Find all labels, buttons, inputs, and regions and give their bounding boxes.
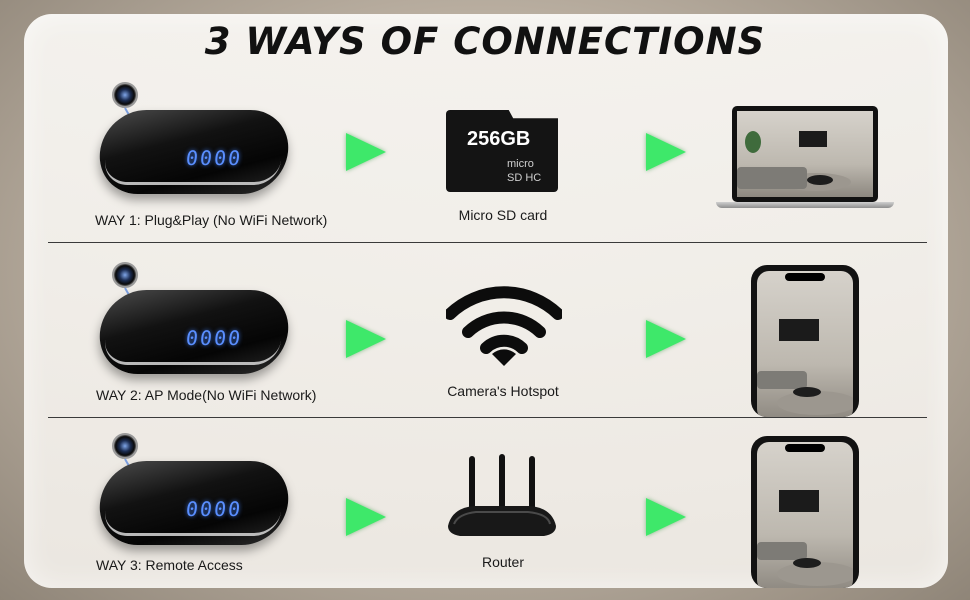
camera-lens-icon (112, 82, 138, 108)
sd-brand-label: micro (507, 158, 534, 170)
middle-caption: Camera's Hotspot (447, 383, 559, 399)
divider (48, 417, 927, 418)
way-caption: WAY 3: Remote Access (96, 557, 243, 573)
arrow-right-icon (646, 133, 686, 171)
arrow-right-icon (346, 498, 386, 536)
sd-capacity-label: 256GB (467, 128, 531, 150)
camera-lens-icon (112, 262, 138, 288)
wifi-icon (446, 286, 562, 366)
arrow-right-icon (646, 498, 686, 536)
clock-camera-image: 0000 (95, 433, 293, 548)
smartphone-icon (751, 265, 859, 417)
middle-caption: Micro SD card (458, 207, 548, 223)
clock-camera-image: 0000 (95, 82, 293, 197)
way-caption: WAY 2: AP Mode(No WiFi Network) (96, 387, 317, 403)
page-title: 3 WAYS OF CONNECTIONS (204, 20, 766, 63)
arrow-right-icon (346, 133, 386, 171)
arrow-right-icon (646, 320, 686, 358)
clock-display: 0000 (184, 326, 244, 350)
sd-type-label: SD HC (507, 172, 542, 184)
divider (48, 242, 927, 243)
clock-camera-image: 0000 (95, 262, 293, 377)
smartphone-icon (751, 436, 859, 588)
way-caption: WAY 1: Plug&Play (No WiFi Network) (95, 212, 328, 228)
clock-display: 0000 (184, 146, 244, 170)
arrow-right-icon (346, 320, 386, 358)
router-icon (448, 454, 556, 536)
clock-display: 0000 (184, 497, 244, 521)
camera-lens-icon (112, 433, 138, 459)
middle-caption: Router (481, 554, 525, 570)
